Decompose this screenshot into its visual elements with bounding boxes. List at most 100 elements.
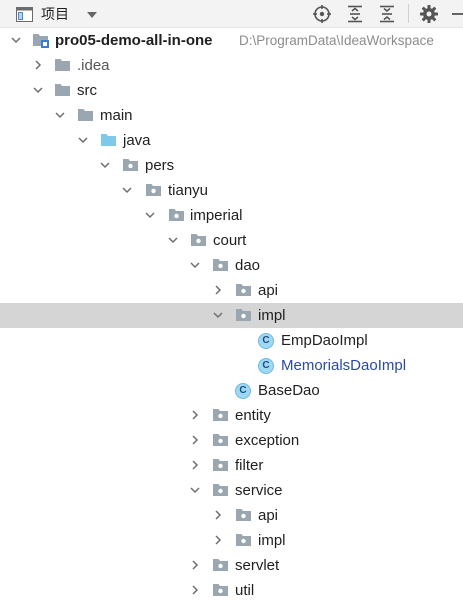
chevron-right-icon[interactable] — [213, 535, 223, 545]
tree-label: impl — [258, 532, 286, 549]
tree-label: servlet — [235, 557, 280, 574]
tree-label: BaseDao — [258, 382, 320, 399]
tree-row-filter[interactable]: filter — [0, 453, 463, 478]
package-icon — [123, 159, 138, 171]
project-toolbar: 项目 — [0, 0, 463, 28]
tree-row-entity[interactable]: entity — [0, 403, 463, 428]
project-view-icon — [16, 6, 33, 22]
chevron-right-icon[interactable] — [190, 435, 200, 445]
tree-row-dao-api[interactable]: api — [0, 278, 463, 303]
package-icon — [213, 584, 228, 596]
chevron-down-icon[interactable] — [122, 185, 132, 195]
tree-row-service-api[interactable]: api — [0, 503, 463, 528]
tree-row-src[interactable]: src — [0, 78, 463, 103]
project-view-selector[interactable]: 项目 — [16, 4, 97, 24]
package-icon — [213, 559, 228, 571]
tree-label: impl — [258, 307, 286, 324]
chevron-down-icon[interactable] — [55, 110, 65, 120]
tree-label: court — [213, 232, 247, 249]
package-icon — [213, 409, 228, 421]
chevron-right-icon[interactable] — [190, 585, 200, 595]
tree-row-exception[interactable]: exception — [0, 428, 463, 453]
tree-label: service — [235, 482, 283, 499]
chevron-down-icon[interactable] — [11, 35, 21, 45]
tree-row-tianyu[interactable]: tianyu — [0, 178, 463, 203]
locate-icon[interactable] — [312, 4, 332, 24]
tree-row-dao-impl[interactable]: impl — [0, 303, 463, 328]
tree-row-project-root[interactable]: pro05-demo-all-in-one D:\ProgramData\Ide… — [0, 28, 463, 53]
tree-label: main — [100, 107, 133, 124]
collapse-all-icon[interactable] — [377, 4, 397, 24]
tree-label: pro05-demo-all-in-one — [55, 32, 213, 49]
tree-row-servlet[interactable]: servlet — [0, 553, 463, 578]
class-icon: C — [235, 383, 251, 399]
minimize-icon[interactable] — [448, 4, 463, 24]
chevron-down-icon[interactable] — [145, 210, 155, 220]
chevron-right-icon[interactable] — [33, 60, 43, 70]
tree-row-imperial[interactable]: imperial — [0, 203, 463, 228]
chevron-right-icon[interactable] — [190, 560, 200, 570]
chevron-down-icon[interactable] — [78, 135, 88, 145]
tree-row-idea[interactable]: .idea — [0, 53, 463, 78]
source-folder-icon — [101, 134, 116, 146]
class-icon: C — [258, 333, 274, 349]
chevron-right-icon[interactable] — [190, 460, 200, 470]
tree-label: pers — [145, 157, 175, 174]
package-icon — [236, 509, 251, 521]
chevron-down-icon[interactable] — [213, 310, 223, 320]
tree-row-util[interactable]: util — [0, 578, 463, 603]
chevron-down-icon[interactable] — [190, 485, 200, 495]
folder-icon — [55, 59, 70, 71]
folder-icon — [78, 109, 93, 121]
tree-label: .idea — [77, 57, 110, 74]
chevron-right-icon[interactable] — [190, 410, 200, 420]
expand-all-icon[interactable] — [345, 4, 365, 24]
tree-label: dao — [235, 257, 261, 274]
tree-row-service[interactable]: service — [0, 478, 463, 503]
tree-label: filter — [235, 457, 264, 474]
project-tree: pro05-demo-all-in-one D:\ProgramData\Ide… — [0, 28, 463, 603]
package-icon — [213, 434, 228, 446]
package-icon — [169, 209, 184, 221]
tree-row-service-impl[interactable]: impl — [0, 528, 463, 553]
tree-row-pers[interactable]: pers — [0, 153, 463, 178]
chevron-down-icon[interactable] — [168, 235, 178, 245]
tree-label: imperial — [190, 207, 243, 224]
tree-label: entity — [235, 407, 271, 424]
package-icon — [236, 534, 251, 546]
package-icon — [236, 284, 251, 296]
toolbar-separator — [408, 4, 409, 23]
package-icon — [213, 459, 228, 471]
tree-row-basedao[interactable]: C BaseDao — [0, 378, 463, 403]
package-icon — [236, 309, 251, 321]
project-view-title: 项目 — [41, 6, 69, 22]
tree-row-memorialsdaoimpl[interactable]: C MemorialsDaoImpl — [0, 353, 463, 378]
chevron-right-icon[interactable] — [213, 285, 223, 295]
tree-row-empdaoimpl[interactable]: C EmpDaoImpl — [0, 328, 463, 353]
tree-label: MemorialsDaoImpl — [281, 357, 407, 374]
class-icon: C — [258, 358, 274, 374]
tree-row-dao[interactable]: dao — [0, 253, 463, 278]
chevron-right-icon[interactable] — [213, 510, 223, 520]
project-path: D:\ProgramData\IdeaWorkspace — [239, 33, 434, 48]
chevron-down-icon[interactable] — [190, 260, 200, 270]
folder-icon — [55, 84, 70, 96]
tree-label: util — [235, 582, 255, 599]
gear-icon[interactable] — [419, 4, 439, 24]
tree-row-court[interactable]: court — [0, 228, 463, 253]
tree-row-java[interactable]: java — [0, 128, 463, 153]
tree-label: api — [258, 507, 279, 524]
tree-label: EmpDaoImpl — [281, 332, 368, 349]
chevron-down-icon[interactable] — [33, 85, 43, 95]
package-icon — [146, 184, 161, 196]
tree-label: exception — [235, 432, 300, 449]
chevron-down-icon[interactable] — [100, 160, 110, 170]
package-icon — [191, 234, 206, 246]
tree-label: java — [123, 132, 151, 149]
tree-label: src — [77, 82, 97, 99]
tree-row-main[interactable]: main — [0, 103, 463, 128]
package-icon — [213, 484, 228, 496]
chevron-down-icon[interactable] — [87, 12, 97, 18]
module-folder-icon — [33, 34, 49, 48]
tree-label: api — [258, 282, 279, 299]
